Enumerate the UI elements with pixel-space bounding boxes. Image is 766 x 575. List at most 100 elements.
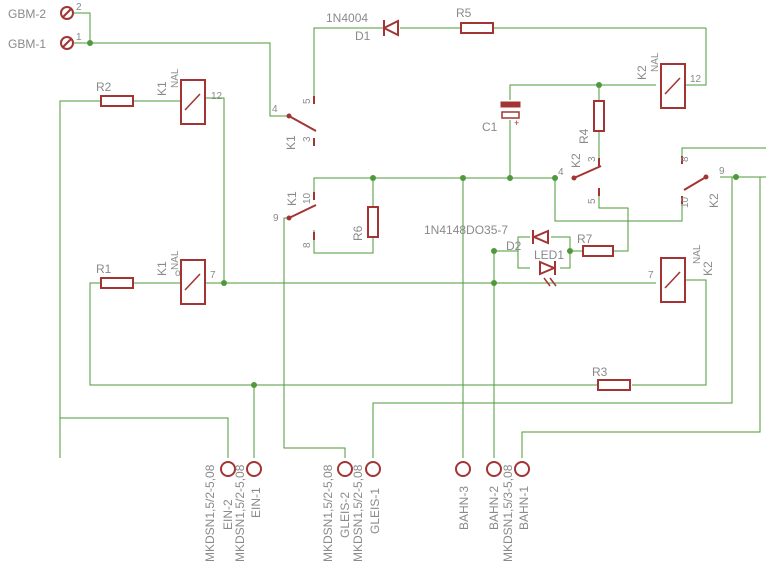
wires bbox=[59, 12, 766, 458]
diode-d1: 1N4004 D1 bbox=[326, 11, 399, 43]
terminal-icon bbox=[337, 461, 353, 477]
relay-k1-switch-bottom: 9 10 8 K1 bbox=[273, 191, 317, 248]
resistor-r7: R7 bbox=[577, 232, 614, 257]
led-led1: LED1 bbox=[534, 248, 564, 287]
k1-sw-pin3: 3 bbox=[302, 136, 313, 142]
d2-value: 1N4148DO35-7 bbox=[424, 223, 508, 237]
k2-bottom-pin7: 7 bbox=[648, 270, 654, 281]
k1-bottom-nal: NAL bbox=[170, 250, 181, 270]
r2-label: R2 bbox=[96, 80, 112, 94]
d2-label: D2 bbox=[506, 239, 522, 253]
led-icon bbox=[539, 260, 557, 276]
k1-sw2-pin9: 9 bbox=[273, 213, 279, 224]
relay-coil-icon bbox=[660, 257, 686, 303]
terminal-icon bbox=[514, 461, 530, 477]
junctions bbox=[87, 40, 739, 388]
r5-label: R5 bbox=[456, 6, 472, 20]
terminal-gleis-2[interactable]: GLEIS-2 bbox=[337, 461, 353, 538]
gleis2-label: GLEIS-2 bbox=[338, 492, 352, 538]
mkds-ein-a: MKDSN1,5/2-5,08 bbox=[203, 464, 217, 562]
terminal-ein-1[interactable]: EIN-1 bbox=[246, 461, 263, 518]
resistor-icon bbox=[460, 22, 494, 34]
resistor-icon bbox=[593, 100, 605, 132]
k2-sw-pin5: 5 bbox=[587, 198, 598, 204]
relay-coil-icon bbox=[660, 63, 686, 109]
resistor-r6: R6 bbox=[351, 206, 379, 241]
relay-k1-coil-bottom: K1 NAL o 7 bbox=[155, 250, 216, 305]
terminal-icon bbox=[455, 461, 471, 477]
r6-label: R6 bbox=[351, 225, 365, 241]
k1-sw2-pin10: 10 bbox=[302, 192, 313, 204]
r4-label: R4 bbox=[577, 128, 591, 144]
mkds-ein-b: MKDSN1,5/2-5,08 bbox=[233, 464, 247, 562]
d1-value: 1N4004 bbox=[326, 11, 368, 25]
resistor-r2: R2 bbox=[96, 80, 134, 107]
capacitor-icon bbox=[500, 101, 521, 108]
relay-k2-coil-bottom: K2 NAL 7 bbox=[648, 244, 715, 303]
terminal-bahn-1[interactable]: BAHN-1 bbox=[514, 461, 531, 530]
relay-k2-switch-left: 4 3 5 K2 bbox=[558, 153, 602, 204]
k1-top-nal: NAL bbox=[170, 68, 181, 88]
k1-sw-pin5: 5 bbox=[302, 98, 313, 104]
mkds-gleis-a: MKDSN1,5/2-5,08 bbox=[321, 464, 335, 562]
terminal-icon bbox=[220, 461, 236, 477]
k2-sw-pin3: 3 bbox=[587, 156, 598, 162]
gbm1-label: GBM-1 bbox=[8, 37, 46, 51]
bahn2-label: BAHN-2 bbox=[487, 486, 501, 530]
capacitor-c1: + C1 bbox=[482, 101, 521, 134]
k2-sw2-label: K2 bbox=[707, 193, 721, 208]
terminal-bahn-2[interactable]: BAHN-2 bbox=[486, 461, 502, 530]
d1-label: D1 bbox=[355, 29, 371, 43]
relay-k2-coil-top: K2 NAL 12 bbox=[635, 52, 702, 109]
c1-label: C1 bbox=[482, 120, 498, 134]
bahn3-label: BAHN-3 bbox=[457, 486, 471, 530]
screw-terminal-icon bbox=[60, 36, 74, 50]
k2-sw-pin4: 4 bbox=[558, 167, 564, 178]
resistor-icon bbox=[100, 95, 134, 107]
resistor-icon bbox=[597, 379, 631, 391]
screw-terminal-icon bbox=[60, 6, 74, 20]
ein2-label: EIN-2 bbox=[221, 499, 235, 530]
bahn1-label: BAHN-1 bbox=[517, 486, 531, 530]
terminal-bahn-3[interactable]: BAHN-3 bbox=[455, 461, 471, 530]
k2-top-nal: NAL bbox=[650, 52, 661, 72]
r7-label: R7 bbox=[577, 232, 593, 246]
diode-d2: 1N4148DO35-7 D2 bbox=[424, 223, 549, 253]
resistor-icon bbox=[100, 277, 134, 289]
k1-bottom-label: K1 bbox=[155, 261, 169, 276]
relay-k2-switch-right: 9 8 10 K2 bbox=[680, 156, 725, 208]
r1-label: R1 bbox=[96, 262, 112, 276]
k1-top-label: K1 bbox=[155, 81, 169, 96]
k2-top-pin12: 12 bbox=[690, 74, 702, 85]
diode-icon bbox=[531, 229, 549, 245]
k1-sw2-label: K1 bbox=[285, 191, 299, 206]
k1-bottom-coil-mark: o bbox=[175, 268, 181, 279]
k2-bottom-nal: NAL bbox=[692, 244, 703, 264]
k2-sw2-pin9: 9 bbox=[719, 166, 725, 177]
gbm1-pin: 1 bbox=[76, 32, 82, 43]
gleis1-label: GLEIS-1 bbox=[368, 488, 382, 534]
gbm2-connector: GBM-2 2 bbox=[8, 2, 82, 21]
resistor-r3: R3 bbox=[592, 365, 631, 391]
k2-top-label: K2 bbox=[635, 65, 649, 80]
resistor-icon bbox=[582, 245, 614, 257]
resistor-r1: R1 bbox=[96, 262, 134, 289]
terminal-gleis-1[interactable]: GLEIS-1 bbox=[365, 461, 382, 534]
resistor-icon bbox=[367, 206, 379, 238]
resistor-r5: R5 bbox=[456, 6, 494, 34]
r3-label: R3 bbox=[592, 365, 608, 379]
diode-icon bbox=[381, 19, 399, 37]
terminal-ein-2[interactable]: EIN-2 bbox=[220, 461, 236, 530]
terminal-icon bbox=[486, 461, 502, 477]
terminal-icon bbox=[246, 461, 262, 477]
led1-label: LED1 bbox=[534, 248, 564, 262]
k1-sw2-pin8: 8 bbox=[302, 242, 313, 248]
k2-bottom-label: K2 bbox=[701, 261, 715, 276]
gbm2-label: GBM-2 bbox=[8, 7, 46, 21]
k1-sw-label: K1 bbox=[284, 135, 298, 150]
k2-sw2-pin10: 10 bbox=[680, 196, 691, 208]
terminal-icon bbox=[365, 461, 381, 477]
mkds-bahn: MKDSN1,5/3-5,08 bbox=[501, 464, 515, 562]
mkds-gleis-b: MKDSN1,5/2-5,08 bbox=[351, 464, 365, 562]
